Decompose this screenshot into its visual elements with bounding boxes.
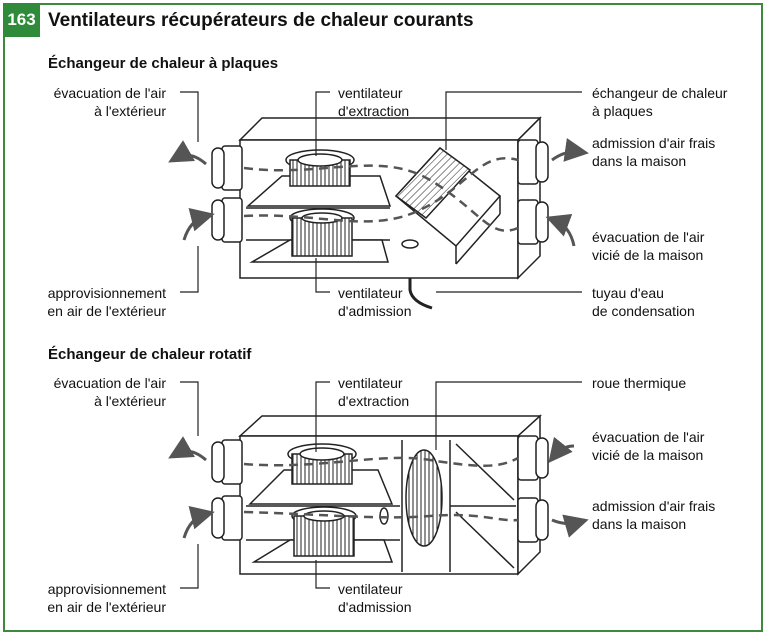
figure-frame [3, 3, 763, 632]
s1-port-stale-in [517, 199, 539, 245]
s1-leader-lines [180, 91, 582, 293]
s2-arrow-in-left [182, 506, 215, 539]
s1-port-exhaust-out [221, 145, 243, 191]
s2-arrow-in-right [548, 436, 575, 464]
s1-port-fresh-out [517, 139, 539, 185]
s2-arrow-out-left [168, 436, 207, 462]
s1-fan-intake [291, 217, 353, 257]
s2-port-exhaust-out [221, 439, 243, 485]
figure-title: Ventilateurs récupérateurs de chaleur co… [48, 10, 474, 31]
s2-port-stale-in [517, 435, 539, 481]
s2-label-wheel: roue thermique [592, 375, 687, 391]
s1-port-supply-in [221, 197, 243, 243]
s2-port-fresh-out [517, 497, 539, 543]
s1-arrow-in-left [182, 208, 215, 241]
section1-subtitle: Échangeur de chaleur à plaques [48, 55, 279, 72]
s1-condensate-pipe [408, 278, 433, 310]
rotary-exchanger-unit [211, 414, 549, 576]
s2-arrow-out-right [551, 514, 589, 538]
figure-number: 163 [3, 3, 40, 37]
s2-fan-intake [293, 515, 355, 557]
s1-arrow-out-right [551, 138, 589, 162]
s1-arrow-out-left [168, 140, 207, 166]
s2-thermal-wheel [405, 449, 443, 547]
plate-exchanger-unit [211, 116, 549, 310]
section2-subtitle: Échangeur de chaleur rotatif [48, 346, 252, 363]
s2-leader-lines [180, 381, 582, 589]
s1-airflow-supply [243, 157, 519, 223]
s1-arrow-in-right [545, 214, 576, 247]
s2-port-supply-in [221, 495, 243, 541]
